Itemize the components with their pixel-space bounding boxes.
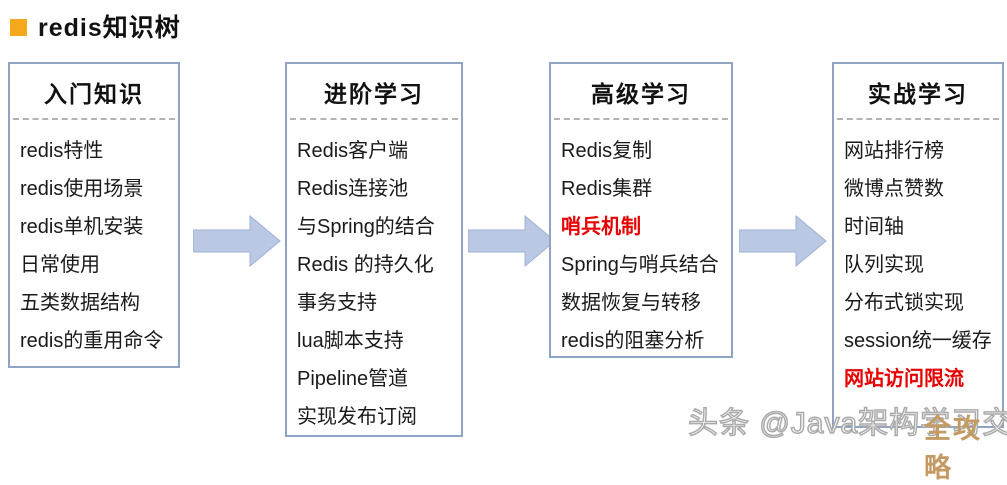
column-practical: 实战学习 网站排行榜 微博点赞数 时间轴 队列实现 分布式锁实现 session…: [832, 62, 1004, 428]
flow-arrow-icon: [468, 215, 556, 267]
list-item: 五类数据结构: [20, 292, 140, 314]
item-list: Redis复制 Redis集群 哨兵机制 Spring与哨兵结合 数据恢复与转移…: [551, 120, 731, 360]
column-header: 入门知识: [44, 81, 144, 107]
header-divider: [290, 118, 458, 120]
list-item: 分布式锁实现: [844, 292, 964, 314]
list-item-highlighted: 哨兵机制: [561, 216, 641, 238]
flow-arrow-icon: [193, 215, 281, 267]
list-item: 数据恢复与转移: [561, 292, 701, 314]
list-item: 事务支持: [297, 292, 377, 314]
header-divider: [554, 118, 728, 120]
list-item: redis的阻塞分析: [561, 330, 705, 352]
column-header: 实战学习: [868, 81, 968, 107]
list-item: Spring与哨兵结合: [561, 254, 719, 276]
watermark-text: 头条 @Java架构学习交流: [687, 406, 1007, 441]
list-item-highlighted: 网站访问限流: [844, 368, 964, 390]
page-title-text: redis知识树: [38, 14, 181, 42]
item-list: 网站排行榜 微博点赞数 时间轴 队列实现 分布式锁实现 session统一缓存 …: [834, 120, 1002, 398]
item-list: redis特性 redis使用场景 redis单机安装 日常使用 五类数据结构 …: [10, 120, 178, 360]
header-divider: [837, 118, 999, 120]
list-item: 实现发布订阅: [297, 406, 417, 428]
list-item: Pipeline管道: [297, 368, 409, 390]
list-item: Redis集群: [561, 178, 653, 200]
list-item: redis特性: [20, 140, 104, 162]
column-advanced: 高级学习 Redis复制 Redis集群 哨兵机制 Spring与哨兵结合 数据…: [549, 62, 733, 358]
page-title: redis知识树: [10, 8, 181, 44]
list-item: 微博点赞数: [844, 178, 944, 200]
list-item: Redis客户端: [297, 140, 409, 162]
list-item: redis使用场景: [20, 178, 144, 200]
list-item: 网站排行榜: [844, 140, 944, 162]
header-divider: [13, 118, 175, 120]
list-item: redis的重用命令: [20, 330, 164, 352]
list-item: Redis复制: [561, 140, 653, 162]
list-item: Redis连接池: [297, 178, 409, 200]
list-item: session统一缓存: [844, 330, 992, 352]
list-item: 队列实现: [844, 254, 924, 276]
item-list: Redis客户端 Redis连接池 与Spring的结合 Redis 的持久化 …: [287, 120, 461, 436]
list-item: redis单机安装: [20, 216, 144, 238]
flow-arrow-icon: [739, 215, 827, 267]
column-header: 高级学习: [591, 81, 691, 107]
column-header: 进阶学习: [324, 81, 424, 107]
list-item: 与Spring的结合: [297, 216, 435, 238]
column-beginner: 入门知识 redis特性 redis使用场景 redis单机安装 日常使用 五类…: [8, 62, 180, 368]
list-item: 时间轴: [844, 216, 904, 238]
column-intermediate: 进阶学习 Redis客户端 Redis连接池 与Spring的结合 Redis …: [285, 62, 463, 437]
list-item: Redis 的持久化: [297, 254, 434, 276]
list-item: lua脚本支持: [297, 330, 404, 352]
watermark-stamp-text: 全攻略: [924, 414, 982, 483]
square-bullet-icon: [10, 19, 27, 36]
list-item: 日常使用: [20, 254, 100, 276]
